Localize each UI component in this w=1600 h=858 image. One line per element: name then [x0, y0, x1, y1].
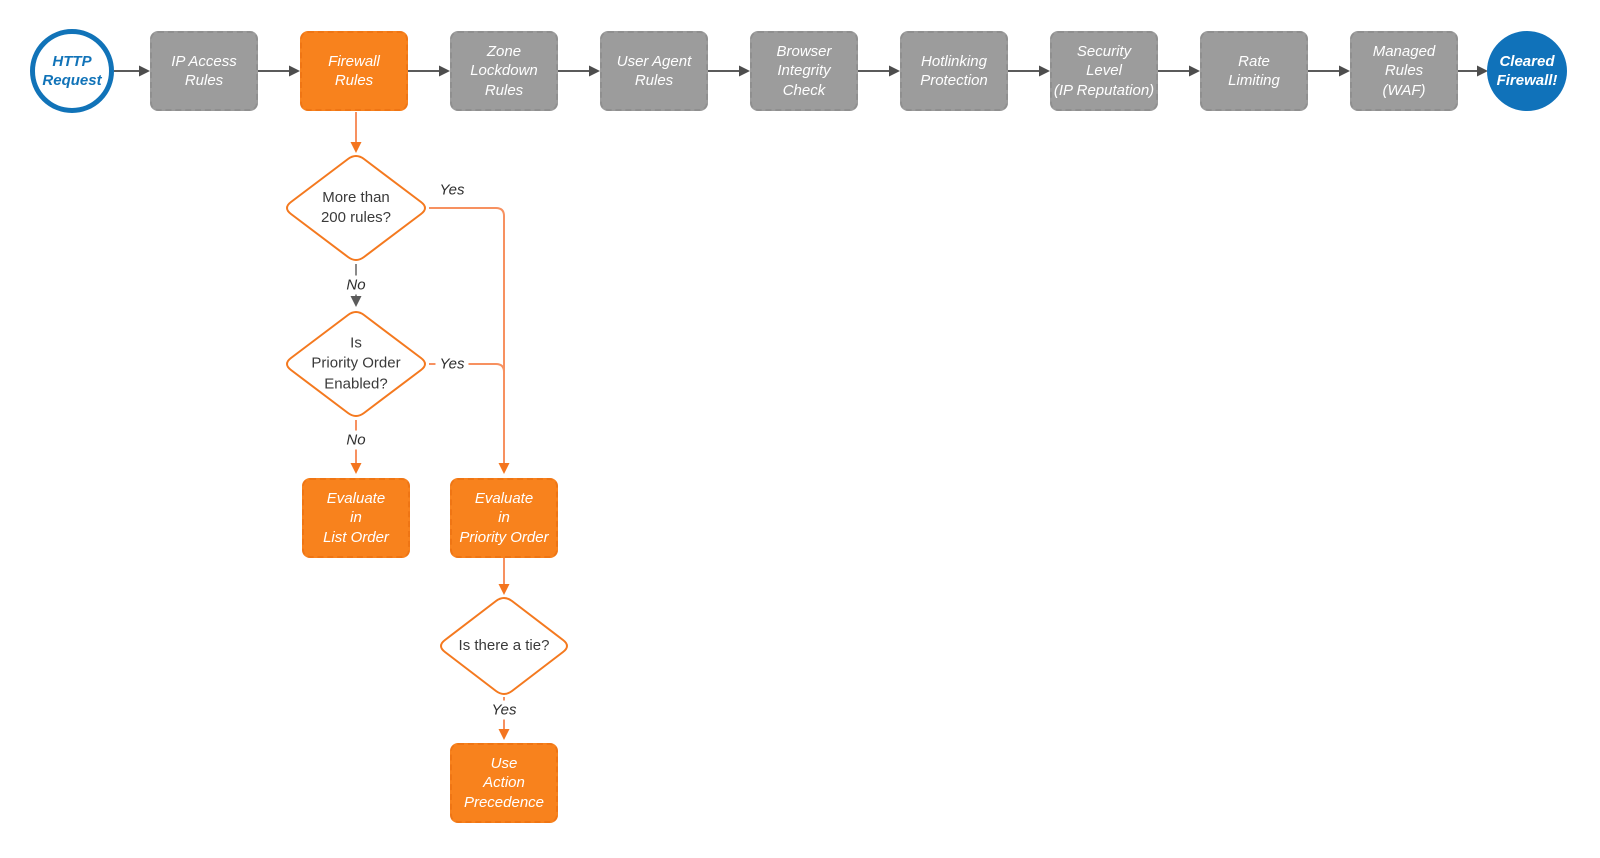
branch-arrows-orange	[355, 112, 505, 729]
edge-decision2-yes	[429, 363, 505, 373]
step-zone-lockdown-rules: Zone Lockdown Rules	[450, 31, 558, 111]
decision-is-there-a-tie-shape	[440, 597, 568, 695]
edge-decision1-yes	[429, 207, 505, 463]
decision-priority-order-enabled-shape	[286, 311, 426, 417]
edge-label-decision2-no: No	[342, 430, 370, 450]
end-node-cleared-firewall: Cleared Firewall!	[1487, 31, 1567, 111]
step-rate-limiting: Rate Limiting	[1200, 31, 1308, 111]
edge-label-decision1-yes: Yes	[439, 181, 465, 199]
step-browser-integrity-check: Browser Integrity Check	[750, 31, 858, 111]
decision-is-there-a-tie-label: Is there a tie?	[458, 636, 550, 654]
step-hotlinking-protection: Hotlinking Protection	[900, 31, 1008, 111]
edge-label-decision2-yes: Yes	[435, 354, 469, 374]
decision-shapes	[286, 155, 568, 695]
step-managed-rules-waf: Managed Rules (WAF)	[1350, 31, 1458, 111]
decision-priority-order-enabled-label: Is Priority Order Enabled?	[311, 334, 401, 393]
decision-more-than-200-rules-shape	[286, 155, 426, 261]
action-evaluate-in-priority-order: Evaluate in Priority Order	[450, 478, 558, 558]
step-user-agent-rules: User Agent Rules	[600, 31, 708, 111]
top-row-arrows	[114, 65, 1488, 77]
action-use-action-precedence: Use Action Precedence	[450, 743, 558, 823]
start-node-http-request: HTTP Request	[30, 29, 114, 113]
step-security-level-ip-reputation: Security Level (IP Reputation)	[1050, 31, 1158, 111]
decision-more-than-200-rules-label: More than 200 rules?	[320, 188, 392, 226]
branch-arrowheads-orange	[350, 142, 510, 740]
edge-label-decision3-yes: Yes	[487, 700, 521, 720]
step-firewall-rules: Firewall Rules	[300, 31, 408, 111]
step-ip-access-rules: IP Access Rules	[150, 31, 258, 111]
edge-label-decision1-no: No	[342, 275, 370, 295]
action-evaluate-in-list-order: Evaluate in List Order	[302, 478, 410, 558]
